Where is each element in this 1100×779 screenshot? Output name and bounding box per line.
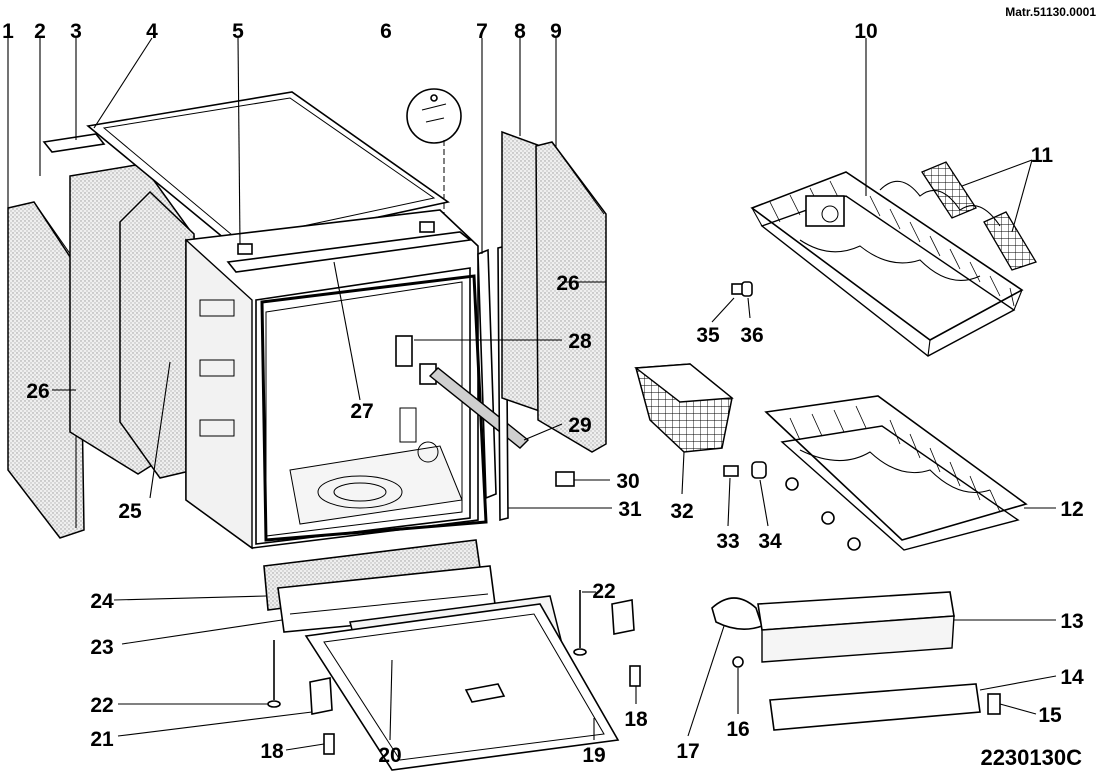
callout-32: 32 (670, 500, 693, 523)
callout-31: 31 (618, 498, 642, 521)
left-side-panel (7, 201, 85, 539)
callout-30: 30 (616, 470, 639, 493)
small-clip (987, 693, 1001, 715)
small-bracket (555, 471, 575, 487)
hinge-screw-left (267, 640, 281, 708)
callout-1: 1 (2, 20, 14, 43)
callout-10: 10 (854, 20, 877, 43)
door-bracket-left (309, 677, 333, 715)
door-bracket-right (611, 599, 635, 635)
callout-23: 23 (90, 636, 113, 659)
fold-down-racks (921, 161, 1037, 271)
callout-26-right: 26 (556, 272, 579, 295)
dishwasher-tub (185, 209, 479, 550)
callout-24: 24 (90, 590, 114, 613)
callout-7: 7 (476, 20, 488, 43)
callout-6: 6 (380, 20, 392, 43)
callout-27: 27 (350, 400, 373, 423)
door-panel (304, 603, 620, 771)
insulation-sheet (119, 190, 195, 479)
callout-16: 16 (726, 718, 749, 741)
callout-22-left: 22 (90, 694, 113, 717)
foot-left (323, 733, 335, 755)
leader-lines (7, 37, 1057, 751)
top-front-strip (42, 133, 106, 153)
callout-9: 9 (550, 20, 562, 43)
matr-number: Matr.51130.0001 (1005, 5, 1096, 19)
top-cover (86, 91, 450, 249)
callout-14: 14 (1060, 666, 1084, 689)
callout-25: 25 (118, 500, 142, 523)
hinge-detail (406, 88, 462, 214)
door-gasket (260, 274, 488, 542)
callout-8: 8 (514, 20, 526, 43)
callout-2: 2 (34, 20, 46, 43)
callout-18-left: 18 (260, 740, 284, 763)
callout-26-left: 26 (26, 380, 49, 403)
kick-plate (757, 591, 955, 663)
callout-3: 3 (70, 20, 82, 43)
basket-wheel-36 (741, 281, 753, 297)
callout-11: 11 (1031, 144, 1054, 167)
callout-21: 21 (90, 728, 114, 751)
callout-labels: 1 2 3 4 5 6 7 8 9 10 11 12 13 14 15 16 1… (2, 20, 1084, 767)
callout-36: 36 (740, 324, 763, 347)
wheel-axle-33 (723, 465, 739, 477)
base-rail (769, 683, 981, 731)
callout-35: 35 (696, 324, 720, 347)
foot-right (629, 665, 641, 687)
callout-34: 34 (758, 530, 782, 553)
cutlery-basket (634, 363, 734, 453)
hinge-screw-right (573, 590, 587, 656)
callout-28: 28 (568, 330, 592, 353)
side-gasket (477, 248, 497, 500)
small-nut (732, 656, 744, 668)
callout-18-right: 18 (624, 708, 648, 731)
hinge-brackets (395, 335, 437, 385)
detergent-dispenser (711, 597, 764, 630)
callout-15: 15 (1038, 704, 1062, 727)
upper-basket (750, 171, 1024, 357)
callout-5: 5 (232, 20, 244, 43)
callout-12: 12 (1060, 498, 1083, 521)
basket-wheel-34 (751, 461, 767, 479)
callout-13: 13 (1060, 610, 1083, 633)
callout-33: 33 (716, 530, 739, 553)
callout-19: 19 (582, 744, 605, 767)
callout-17: 17 (676, 740, 699, 763)
right-side-panel (535, 141, 607, 453)
top-rail (226, 221, 472, 273)
drawing-code: 2230130C (980, 745, 1082, 770)
callout-20: 20 (378, 744, 401, 767)
callout-29: 29 (568, 414, 591, 437)
lower-basket (764, 395, 1028, 551)
callout-4: 4 (146, 20, 158, 43)
callout-22-right: 22 (592, 580, 615, 603)
